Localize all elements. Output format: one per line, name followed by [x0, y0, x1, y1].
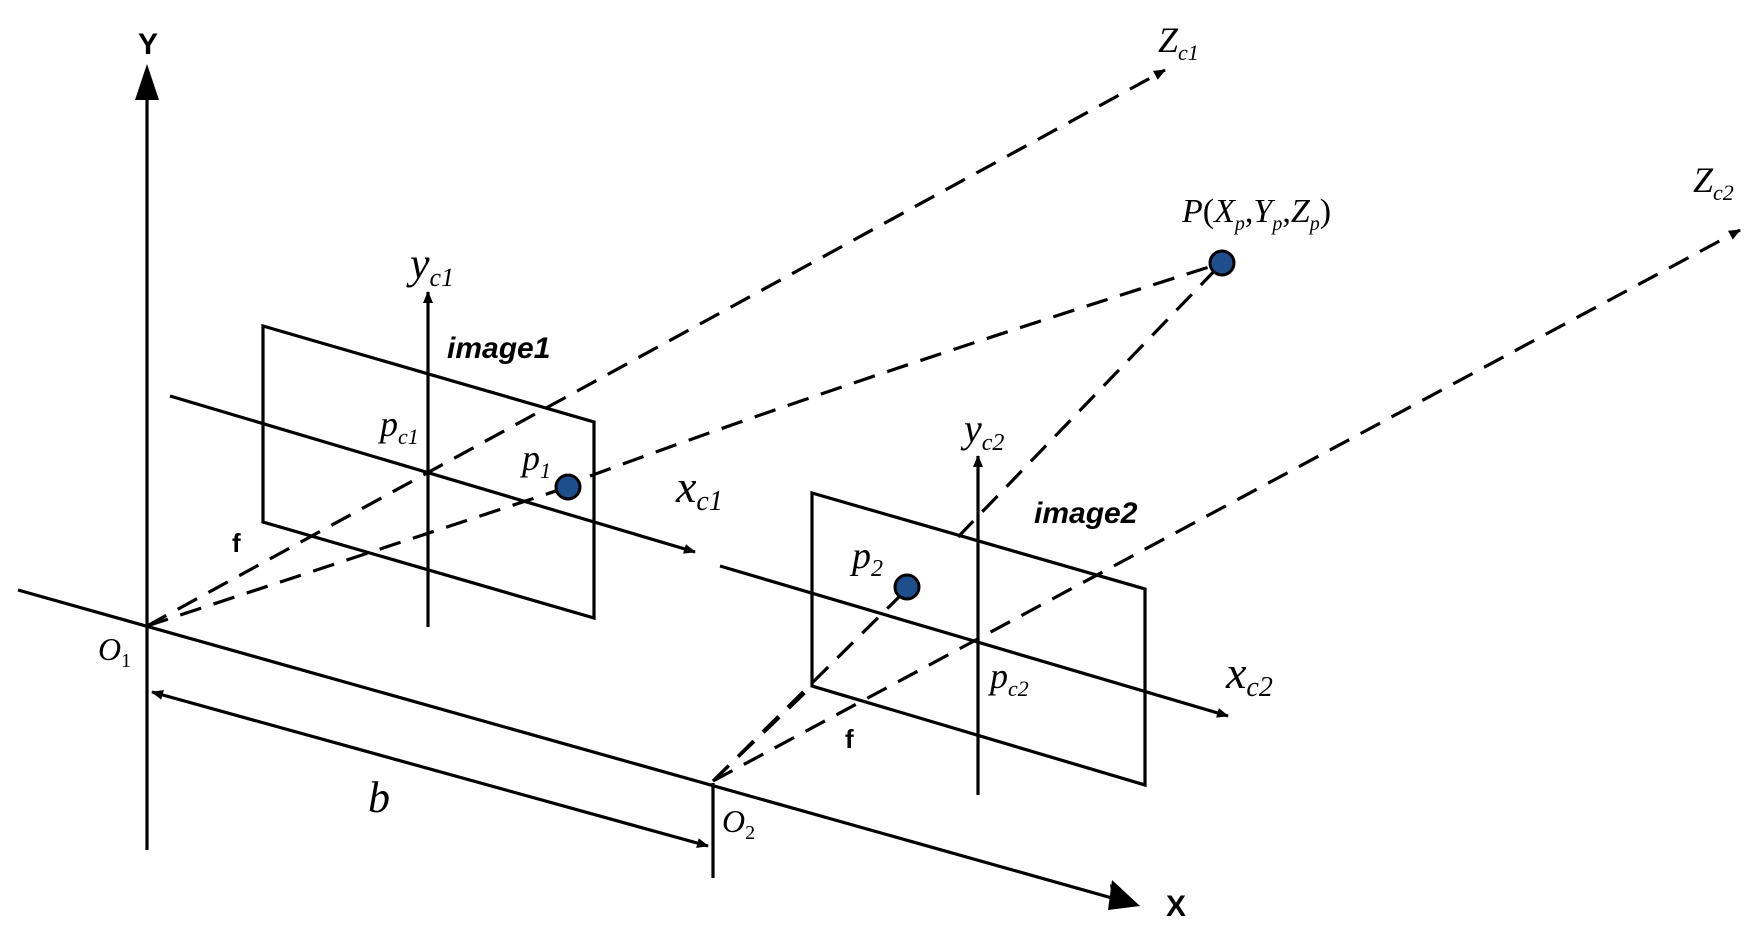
- image-plane-2: [810, 490, 1147, 788]
- camera2-optical-axis: [712, 228, 1741, 783]
- focal-length-1-label: f: [232, 528, 241, 558]
- world-point-P: [1208, 249, 1236, 277]
- focal-length-2-label: f: [845, 724, 854, 754]
- camera1-y-label: yc1: [406, 239, 454, 292]
- camera2-focal-line: [711, 684, 814, 783]
- camera1-x-label: xc1: [675, 461, 723, 517]
- camera1-x-axis: [169, 394, 696, 554]
- world-y-label: Y: [138, 28, 158, 61]
- baseline-label: b: [368, 773, 390, 822]
- image-point-2-label: p2: [849, 535, 883, 582]
- image-point-1-label: p1: [519, 438, 551, 483]
- origin-2-label: O2: [722, 803, 755, 844]
- image2-label: image2: [1034, 497, 1138, 530]
- camera1-optical-axis: [146, 68, 1166, 628]
- image-plane-1: [261, 323, 596, 621]
- camera2-z-label: Zc2: [1693, 160, 1734, 205]
- image1-label: image1: [447, 332, 550, 365]
- world-y-arrowhead: [135, 64, 159, 100]
- principal-point-2-label: pc2: [987, 656, 1029, 701]
- world-x-axis: [17, 588, 1113, 900]
- camera2-y-label: yc2: [960, 406, 1004, 456]
- camera2-x-label: xc2: [1225, 647, 1273, 703]
- image-point-p1: [554, 473, 582, 501]
- camera1-ray-to-p1: [146, 485, 569, 628]
- image-point-p2: [893, 573, 921, 601]
- principal-point-1-label: pc1: [377, 404, 419, 449]
- baseline-arrow: [151, 690, 709, 848]
- world-point-label: P(Xp,Yp,Zp): [1181, 193, 1331, 235]
- camera1-z-label: Zc1: [1158, 20, 1199, 65]
- origin-1-label: O1: [98, 631, 131, 672]
- ray-p1-to-P: [589, 261, 1223, 478]
- world-x-label: X: [1166, 890, 1186, 923]
- ray-p2-to-P: [956, 261, 1224, 539]
